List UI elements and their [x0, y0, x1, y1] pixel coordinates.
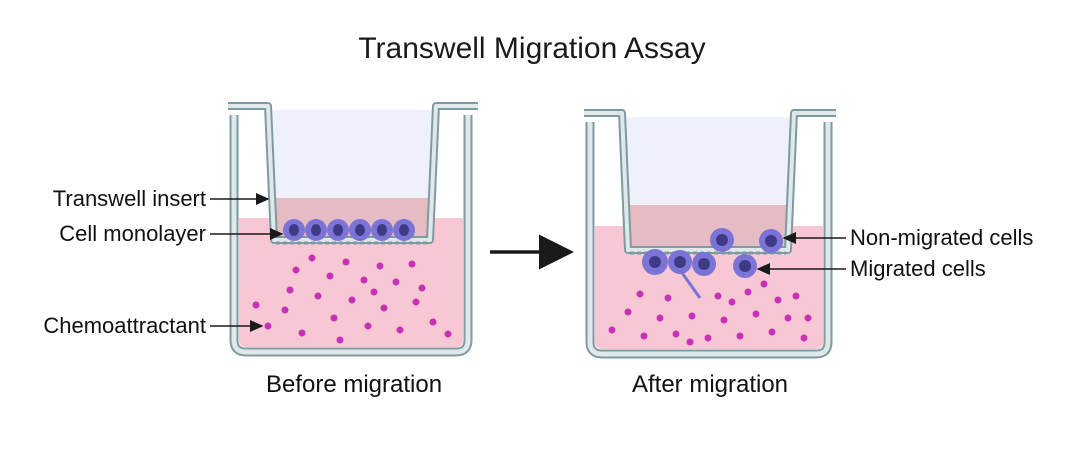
cell: [283, 219, 305, 241]
chemo-dot: [768, 328, 776, 336]
chemo-dot: [252, 301, 260, 309]
cell: [349, 219, 371, 241]
cell: [692, 252, 716, 276]
chemo-dot: [688, 312, 696, 320]
chemo-dot: [760, 280, 768, 288]
chemo-dot: [264, 322, 272, 330]
cell: [642, 249, 668, 275]
chemo-dot: [370, 288, 378, 296]
before-cell-monolayer: [283, 219, 415, 241]
cell: [710, 228, 734, 252]
chemo-dot: [376, 262, 384, 270]
chemo-dot: [360, 276, 368, 284]
chemo-dot: [704, 334, 712, 342]
cell: [733, 254, 757, 278]
chemo-dot: [728, 298, 736, 306]
chemo-dot: [380, 304, 388, 312]
chemo-dot: [392, 278, 400, 286]
chemo-dot: [444, 330, 452, 338]
chemo-dot: [292, 266, 300, 274]
label-transwell-insert: Transwell insert: [53, 186, 206, 211]
caption-before-migration: Before migration: [266, 371, 442, 398]
cell: [371, 219, 393, 241]
label-cell-monolayer: Cell monolayer: [59, 221, 206, 246]
label-non-migrated-cells: Non-migrated cells: [850, 225, 1033, 250]
before-lower-medium: [239, 218, 463, 347]
chemo-dot: [624, 308, 632, 316]
chemo-dot: [800, 334, 808, 342]
after-insert-medium: [625, 205, 791, 250]
chemo-dot: [664, 294, 672, 302]
chemo-dot: [326, 272, 334, 280]
chemo-dot: [672, 330, 680, 338]
chemo-dot: [330, 314, 338, 322]
chemo-dot: [714, 292, 722, 300]
chemo-dot: [336, 336, 344, 344]
after-well: [584, 109, 836, 359]
after-migrated-cells: [642, 249, 757, 299]
diagram-title: Transwell Migration Assay: [358, 32, 705, 65]
chemo-dot: [744, 288, 752, 296]
chemo-dot: [792, 292, 800, 300]
label-migrated-cells: Migrated cells: [850, 256, 986, 281]
after-chemoattractant-dots: [608, 280, 812, 346]
chemo-dot: [364, 322, 372, 330]
cell: [393, 219, 415, 241]
chemo-dot: [752, 310, 760, 318]
after-non-migrated-cells: [710, 228, 783, 253]
cell: [668, 250, 692, 274]
chemo-dot: [314, 292, 322, 300]
chemo-dot: [342, 258, 350, 266]
chemo-dot: [720, 316, 728, 324]
before-well: [228, 102, 478, 357]
chemo-dot: [608, 326, 616, 334]
chemo-dot: [418, 284, 426, 292]
before-chemoattractant-dots: [252, 254, 452, 344]
chemo-dot: [298, 329, 306, 337]
chemo-dot: [736, 332, 744, 340]
chemo-dot: [396, 326, 404, 334]
cell: [327, 219, 349, 241]
caption-after-migration: After migration: [632, 371, 788, 398]
chemo-dot: [348, 296, 356, 304]
chemo-dot: [429, 318, 437, 326]
chemo-dot: [408, 260, 416, 268]
chemo-dot: [640, 332, 648, 340]
chemo-dot: [281, 306, 289, 314]
cell: [305, 219, 327, 241]
chemo-dot: [412, 298, 420, 306]
cell: [759, 229, 783, 253]
chemo-dot: [636, 290, 644, 298]
chemo-dot: [656, 314, 664, 322]
chemo-dot: [308, 254, 316, 262]
chemo-dot: [784, 314, 792, 322]
chemo-dot: [804, 314, 812, 322]
chemo-dot: [286, 286, 294, 294]
chemo-dot: [774, 296, 782, 304]
label-chemoattractant: Chemoattractant: [43, 313, 206, 338]
chemo-dot: [686, 338, 694, 346]
cell-protrusion: [678, 269, 702, 299]
